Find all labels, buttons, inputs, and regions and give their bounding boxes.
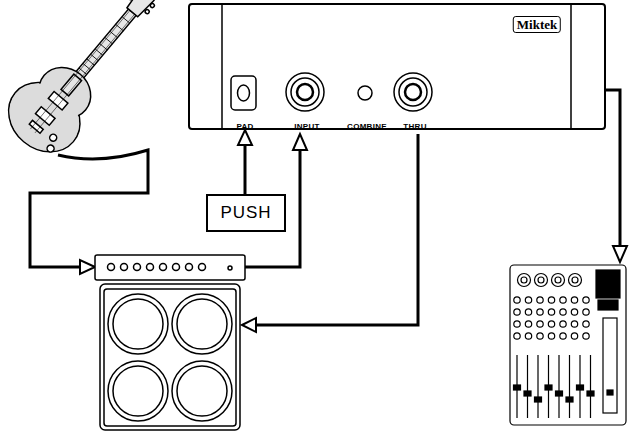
connector-line (244, 145, 247, 194)
jack-label: INPUT (294, 122, 320, 131)
mixer-knob (525, 321, 531, 327)
mixer-knob (583, 297, 589, 303)
guitar (0, 0, 179, 166)
fader-cap (577, 385, 584, 390)
fader-cap (556, 391, 563, 396)
mixer-knob (514, 333, 520, 339)
jack-label: PAD (236, 122, 253, 131)
mixer-knob (548, 333, 554, 339)
jack-label: COMBINE (347, 122, 387, 131)
fader-track (569, 355, 570, 418)
mixer-knob (537, 333, 543, 339)
fader-track (537, 355, 538, 418)
fader-cap (514, 385, 521, 390)
speaker-cabinet (100, 284, 240, 430)
fader-cap (524, 391, 531, 396)
mixer-knob (571, 333, 577, 339)
mixer-knob (537, 309, 543, 315)
text-slot: INPUT (294, 115, 320, 133)
fader-cap (535, 397, 542, 402)
text-slot: PAD (236, 115, 253, 133)
fader-track (558, 355, 559, 418)
instruction-label: PUSH (220, 203, 271, 223)
mixer-knob (548, 321, 554, 327)
mixer-knob (514, 297, 520, 303)
brand-logo: Miktek (513, 16, 561, 33)
mixer-knob (537, 297, 543, 303)
mixer-knob (571, 297, 577, 303)
mixer-knob (560, 309, 566, 315)
text-slot: THRU (403, 115, 426, 133)
fader-track (527, 355, 528, 418)
di-box: MiktekPAD INPUT COMBINE THRU (188, 3, 606, 130)
mixer-knob (514, 309, 520, 315)
mixer-knob (571, 321, 577, 327)
text-slot: COMBINE (347, 115, 387, 133)
jack-label: THRU (403, 122, 426, 131)
fader-cap (545, 385, 552, 390)
mixer-knob (525, 297, 531, 303)
push-box: PUSH (206, 194, 286, 232)
connector-arrow (238, 130, 252, 194)
fader-cap (607, 390, 613, 395)
mixer-knob (548, 297, 554, 303)
mixer-knob (571, 309, 577, 315)
fader-cap (587, 391, 594, 396)
mixer-knob (537, 321, 543, 327)
mixer-knob (583, 333, 589, 339)
mixer (510, 265, 626, 425)
fader-track (590, 355, 591, 418)
di-box-hardware (222, 4, 571, 129)
amp-head (95, 255, 245, 280)
arrowhead (238, 130, 252, 145)
mixer-knob (525, 333, 531, 339)
mixer-knob (514, 321, 520, 327)
mixer-knob (548, 309, 554, 315)
mixer-knob (560, 297, 566, 303)
mixer-knob (525, 309, 531, 315)
mixer-knob (583, 321, 589, 327)
fader-cap (566, 397, 573, 402)
mixer-knob (560, 333, 566, 339)
mixer-knob (583, 309, 589, 315)
text-slot: Miktek (513, 15, 561, 33)
mixer-knob (560, 321, 566, 327)
